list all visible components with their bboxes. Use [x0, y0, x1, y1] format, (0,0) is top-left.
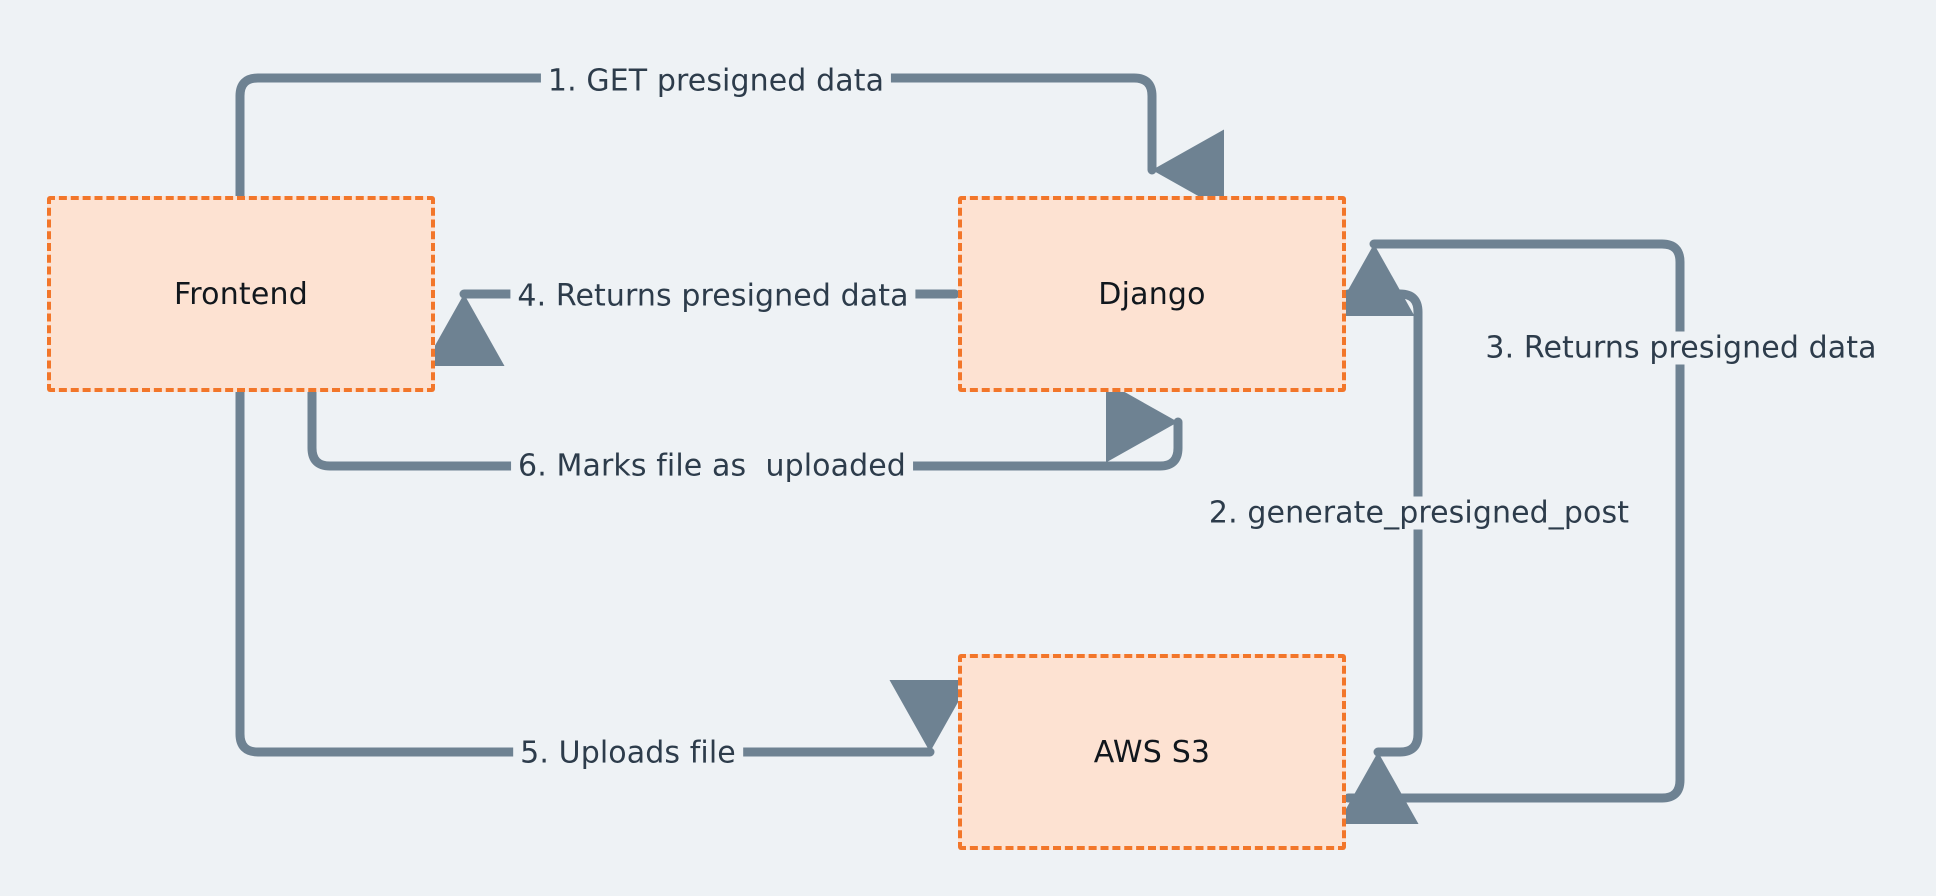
edge-label-step-1: 1. GET presigned data	[540, 64, 892, 98]
edge-path-step-5	[235, 387, 971, 757]
edge-label-step-2: 2. generate_presigned_post	[1201, 496, 1637, 530]
edge-label-step-4: 4. Returns presigned data	[510, 279, 916, 313]
node-aws-s3-label: AWS S3	[1093, 734, 1211, 770]
node-aws-s3[interactable]: AWS S3	[958, 654, 1346, 850]
edge-label-step-6: 6. Marks file as uploaded	[511, 449, 913, 483]
node-django[interactable]: Django	[958, 196, 1346, 392]
node-frontend-label: Frontend	[174, 276, 308, 312]
node-django-label: Django	[1098, 276, 1206, 312]
edge-label-step-5: 5. Uploads file	[513, 736, 743, 770]
node-frontend[interactable]: Frontend	[47, 196, 435, 392]
edge-path-step-3	[1333, 239, 1685, 803]
edge-label-step-3: 3. Returns presigned data	[1478, 331, 1884, 365]
